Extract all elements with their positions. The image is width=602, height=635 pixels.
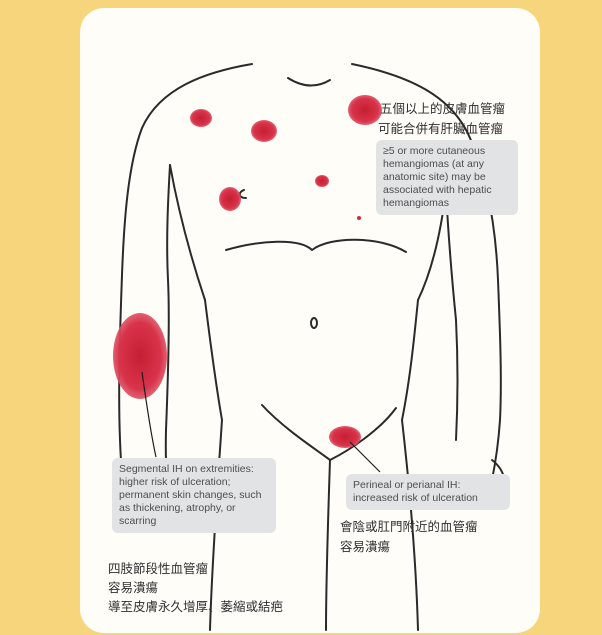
lesion-shoulder-right <box>348 95 382 125</box>
lesion-perineal <box>329 426 361 448</box>
pointer-perineal <box>350 442 380 472</box>
callout-perineal: Perineal or perianal IH: increased risk … <box>346 474 510 510</box>
label-extremity-zh-2: 容易潰瘍 <box>108 579 158 597</box>
callout-extremity-en: Segmental IH on extremities: higher risk… <box>119 463 261 527</box>
lesion-arm-segmental <box>113 313 167 399</box>
label-perineal-zh-1: 會陰或肛門附近的血管瘤 <box>340 518 478 536</box>
callout-multiple-hemangiomas: ≥5 or more cutaneous hemangiomas (at any… <box>376 140 518 215</box>
label-extremity-zh-3: 導至皮膚永久增厚、萎縮或結疤 <box>108 598 283 616</box>
hemangioma-lesions <box>113 95 382 448</box>
label-multiple-zh-1: 五個以上的皮膚血管瘤 <box>380 100 505 118</box>
lesion-shoulder-left <box>190 109 212 127</box>
label-extremity-zh-1: 四肢節段性血管瘤 <box>108 560 208 578</box>
label-perineal-zh-2: 容易潰瘍 <box>340 538 390 556</box>
lesion-dot <box>357 216 361 220</box>
label-multiple-zh-2: 可能合併有肝臟血管瘤 <box>378 120 503 138</box>
lesion-chest-right <box>315 175 329 187</box>
callout-perineal-en: Perineal or perianal IH: increased risk … <box>353 479 478 504</box>
callout-extremity-segmental: Segmental IH on extremities: higher risk… <box>112 458 276 533</box>
lesion-chest-upper <box>251 120 277 142</box>
lesion-chest-left <box>219 187 241 211</box>
callout-multiple-en: ≥5 or more cutaneous hemangiomas (at any… <box>383 145 492 209</box>
pointer-lines <box>142 372 380 472</box>
